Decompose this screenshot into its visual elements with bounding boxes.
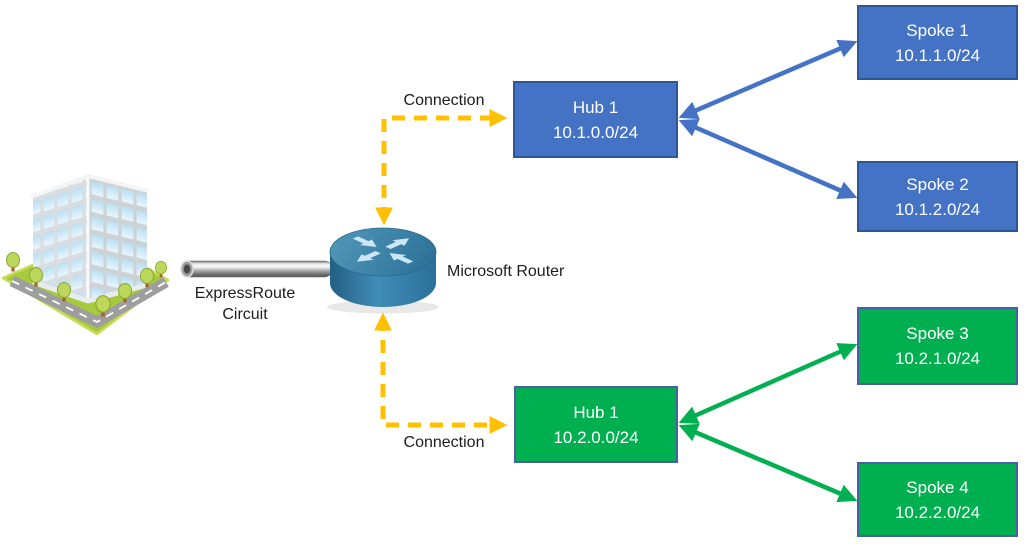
office-building-icon bbox=[1, 174, 170, 336]
spoke-node-1: Spoke 1 10.1.1.0/24 bbox=[857, 5, 1018, 80]
hub2-spoke3-arrow bbox=[678, 343, 858, 424]
node-subnet: 10.2.0.0/24 bbox=[553, 427, 639, 447]
hub1-spoke1-arrow bbox=[678, 39, 858, 120]
node-title: Spoke 2 bbox=[906, 174, 969, 194]
node-title: Spoke 4 bbox=[906, 477, 969, 497]
connection-arrow-bottom bbox=[374, 312, 508, 434]
router-icon bbox=[327, 227, 439, 314]
node-subnet: 10.2.1.0/24 bbox=[894, 349, 981, 368]
hub-node-blue: Hub 1 10.1.0.0/24 bbox=[513, 81, 678, 158]
node-subnet: 10.1.2.0/24 bbox=[894, 199, 981, 219]
connection-label-bottom: Connection bbox=[403, 434, 485, 451]
expressroute-circuit-label: ExpressRoute Circuit bbox=[175, 283, 315, 325]
hub2-spoke4-arrow bbox=[678, 423, 858, 503]
node-subnet: 10.1.0.0/24 bbox=[552, 122, 639, 142]
node-title: Hub 1 bbox=[572, 97, 619, 117]
hub1-spoke2-arrow bbox=[678, 118, 858, 200]
spoke-node-2: Spoke 2 10.1.2.0/24 bbox=[857, 161, 1018, 232]
expressroute-circuit-label-line1: ExpressRoute bbox=[194, 285, 296, 302]
node-title: Hub 1 bbox=[573, 402, 619, 422]
spoke-node-4: Spoke 4 10.2.2.0/24 bbox=[857, 462, 1018, 537]
hub-node-green: Hub 1 10.2.0.0/24 bbox=[514, 386, 678, 463]
microsoft-router-label: Microsoft Router bbox=[447, 263, 565, 280]
connection-label-top: Connection bbox=[403, 92, 485, 109]
node-title: Spoke 3 bbox=[906, 324, 969, 343]
spoke-node-3: Spoke 3 10.2.1.0/24 bbox=[857, 307, 1018, 385]
expressroute-circuit-pipe-icon bbox=[180, 260, 333, 278]
node-title: Spoke 1 bbox=[906, 20, 969, 40]
node-subnet: 10.2.2.0/24 bbox=[894, 502, 981, 522]
connection-arrow-top bbox=[375, 109, 508, 226]
node-subnet: 10.1.1.0/24 bbox=[894, 45, 981, 65]
expressroute-circuit-label-line2: Circuit bbox=[222, 306, 268, 323]
